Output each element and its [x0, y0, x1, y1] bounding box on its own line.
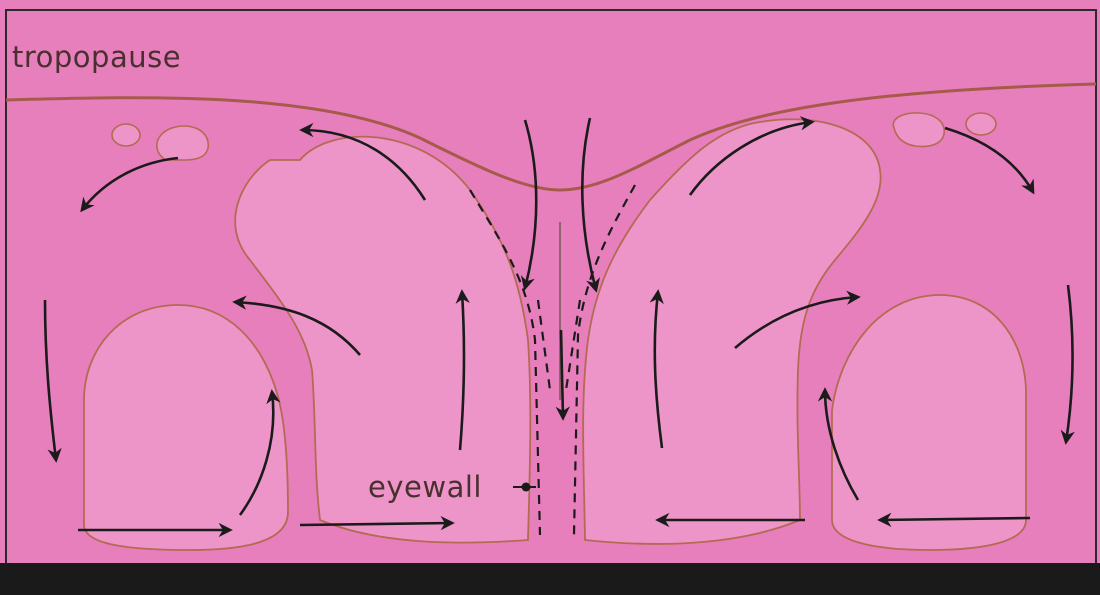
tropopause-label: tropopause — [12, 40, 181, 74]
arrow-descend-left — [45, 300, 56, 460]
arrow-eye-subsidence-center — [561, 330, 563, 418]
arrow-outflow-right — [945, 128, 1033, 192]
ground-strip — [0, 563, 1100, 595]
outflow-puff-left-2 — [157, 126, 208, 160]
outflow-puff-right-2 — [966, 113, 996, 135]
rainband-cloud-right — [832, 295, 1026, 550]
outflow-puff-right-1 — [893, 113, 944, 147]
eye-subsidence-dashed-inner-right — [566, 300, 580, 390]
eye-subsidence-dashed-inner-left — [538, 300, 550, 390]
arrow-descend-right — [1066, 285, 1073, 442]
arrow-outflow-left — [82, 158, 178, 210]
arrow-eye-subsidence-right — [582, 118, 596, 290]
eyewall-label: eyewall — [368, 470, 482, 504]
rainband-cloud-left — [84, 305, 288, 550]
outflow-puff-left-1 — [112, 124, 140, 146]
arrow-eye-subsidence-left — [525, 120, 536, 288]
